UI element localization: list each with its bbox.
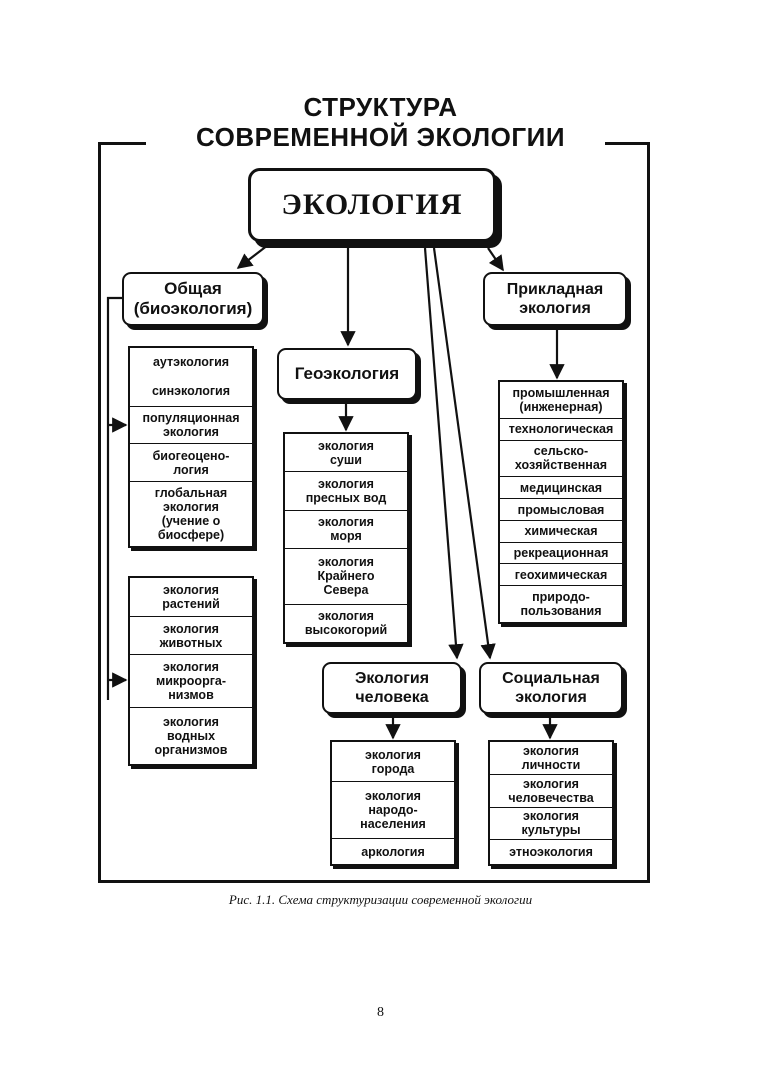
figure-caption: Рис. 1.1. Схема структуризации современн… [228, 892, 533, 907]
list-geoecology: экология суши экология пресных вод эколо… [283, 432, 409, 644]
node-applied-line-1: Прикладная [506, 281, 604, 298]
list-item: этноэкология [509, 845, 593, 860]
frame-top-right [605, 142, 650, 145]
list-item: экология моря [285, 511, 407, 549]
list-item: популяционная экология [130, 407, 252, 445]
node-geoecology-label: Геоэкология [294, 364, 400, 383]
list-item: экология высокогорий [304, 609, 388, 638]
arrow-root-to-applied [487, 247, 504, 272]
list-item: технологическая [500, 419, 622, 441]
diagram-title-line-2: СОВРЕМЕННОЙ ЭКОЛОГИИ [195, 122, 566, 152]
node-applied-ecology: Прикладная экология [483, 272, 627, 326]
node-social-ecology: Социальная экология [479, 662, 623, 714]
list-item: экология микроорга- низмов [130, 655, 252, 709]
list-item: экология Крайнего Севера [285, 549, 407, 605]
node-geoecology: Геоэкология [277, 348, 417, 400]
list-general-group-2: экология растений экология животных экол… [128, 576, 254, 766]
list-item: химическая [500, 521, 622, 543]
arrow-root-to-social [432, 247, 496, 660]
list-item: экология животных [130, 617, 252, 656]
list-item: экология культуры [490, 808, 612, 841]
arrow-root-to-human [423, 247, 464, 660]
list-item: промышленная (инженерная) [500, 382, 622, 419]
list-item: синэкология [130, 377, 252, 407]
node-general-line-2: (биоэкология) [133, 299, 253, 318]
node-social-line-2: экология [515, 689, 587, 706]
list-item: сельско- хозяйственная [500, 441, 622, 478]
node-social-line-1: Социальная [502, 670, 600, 687]
list-item: медицинская [500, 477, 622, 500]
node-human-line-2: человека [355, 689, 429, 706]
frame-right [647, 142, 650, 883]
list-item: экология города [332, 742, 454, 783]
node-root-label: ЭКОЛОГИЯ [281, 188, 463, 221]
list-item: промысловая [500, 499, 622, 521]
list-item: природо- пользования [520, 590, 602, 619]
node-root-ecology: ЭКОЛОГИЯ [248, 168, 496, 242]
list-general-group-1: аутэкология синэкология популяционная эк… [128, 346, 254, 548]
node-human-line-1: Экология [354, 670, 430, 687]
list-item: экология водных организмов [154, 715, 228, 758]
list-item: аутэкология [152, 355, 230, 370]
node-general-ecology: Общая (биоэкология) [122, 272, 264, 326]
list-applied-ecology: промышленная (инженерная) технологическа… [498, 380, 624, 624]
arrow-root-to-general [236, 244, 269, 269]
frame-bottom [98, 880, 650, 883]
list-item: экология народо- населения [332, 782, 454, 840]
list-item: экология суши [285, 434, 407, 473]
diagram-title-line-1: СТРУКТУРА [303, 92, 458, 122]
general-bracket [106, 296, 122, 700]
list-item: рекреационная [500, 543, 622, 565]
list-item: экология личности [490, 742, 612, 775]
page-number: 8 [377, 1005, 384, 1020]
list-item: экология растений [130, 578, 252, 617]
node-applied-line-2: экология [519, 300, 591, 317]
list-human-ecology: экология города экология народо- населен… [330, 740, 456, 866]
list-item: геохимическая [500, 564, 622, 587]
list-item: глобальная экология (учение о биосфере) [154, 486, 228, 543]
list-item: экология пресных вод [285, 472, 407, 511]
frame-top-left [98, 142, 146, 145]
list-social-ecology: экология личности экология человечества … [488, 740, 614, 866]
list-item: аркология [361, 844, 425, 859]
node-human-ecology: Экология человека [322, 662, 462, 714]
list-item: биогеоцено- логия [130, 444, 252, 483]
list-item: экология человечества [490, 775, 612, 808]
frame-left [98, 142, 101, 883]
node-general-line-1: Общая [164, 279, 222, 298]
